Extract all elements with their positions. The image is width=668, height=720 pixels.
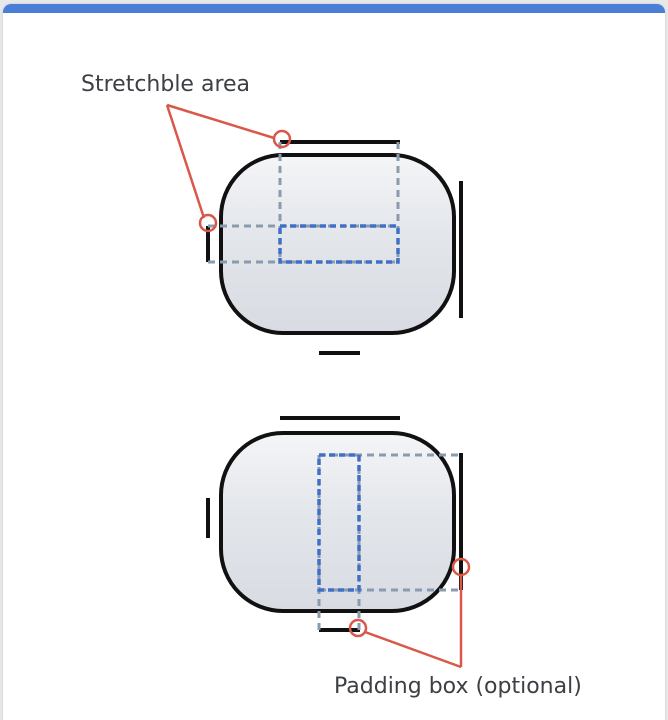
top-rounded-shape [219,153,456,335]
stretch-callout-circle-top [272,129,292,149]
top-nine-patch-example [206,140,463,355]
card-accent-bar [3,4,665,13]
padding-callout-circle-right [451,557,471,577]
bottom-rounded-shape [219,431,456,613]
padding-box-label: Padding box (optional) [334,674,582,699]
stretch-callout [165,103,292,233]
stretchable-area-label: Stretchble area [81,72,251,97]
bottom-nine-patch-example [206,416,463,632]
stretch-callout-line-2 [165,104,206,219]
top-stretchable-area [278,224,400,264]
padding-callout-circle-bottom [348,618,368,638]
padding-callout [348,557,471,669]
padding-callout-line-2 [364,630,462,669]
bottom-padding-box [317,453,361,592]
stretch-callout-line-1 [166,103,275,140]
stretch-callout-circle-left [198,213,218,233]
